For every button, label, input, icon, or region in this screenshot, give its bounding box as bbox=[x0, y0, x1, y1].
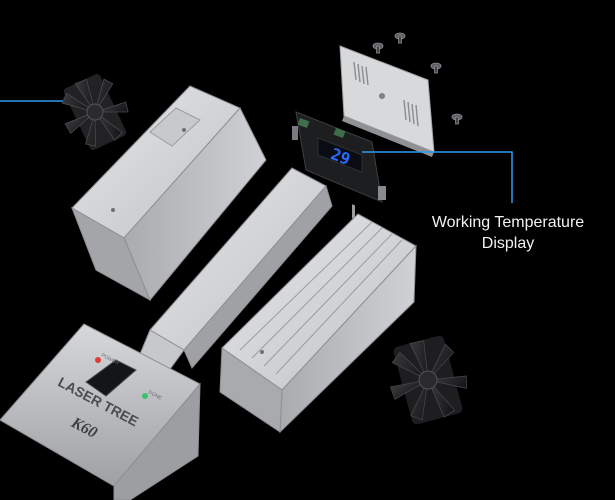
callout-label-line-2: Display bbox=[481, 235, 535, 252]
cover-plate-icon bbox=[339, 45, 435, 220]
screw-icon bbox=[372, 32, 463, 125]
module-screen bbox=[85, 359, 137, 397]
temperature-display bbox=[317, 137, 363, 173]
callout-label-line-1: Working Temperature bbox=[431, 214, 585, 231]
done-led bbox=[142, 393, 148, 399]
laser-module-body bbox=[0, 323, 201, 500]
heatsink-block bbox=[219, 213, 417, 434]
callout-label: Working Temperature Display bbox=[408, 212, 608, 254]
callout-line-right bbox=[362, 151, 513, 203]
upper-housing-shell bbox=[71, 85, 267, 302]
power-led bbox=[95, 357, 101, 363]
circuit-board-icon bbox=[292, 111, 386, 203]
fan-icon bbox=[61, 74, 129, 150]
fan-icon bbox=[389, 335, 467, 425]
